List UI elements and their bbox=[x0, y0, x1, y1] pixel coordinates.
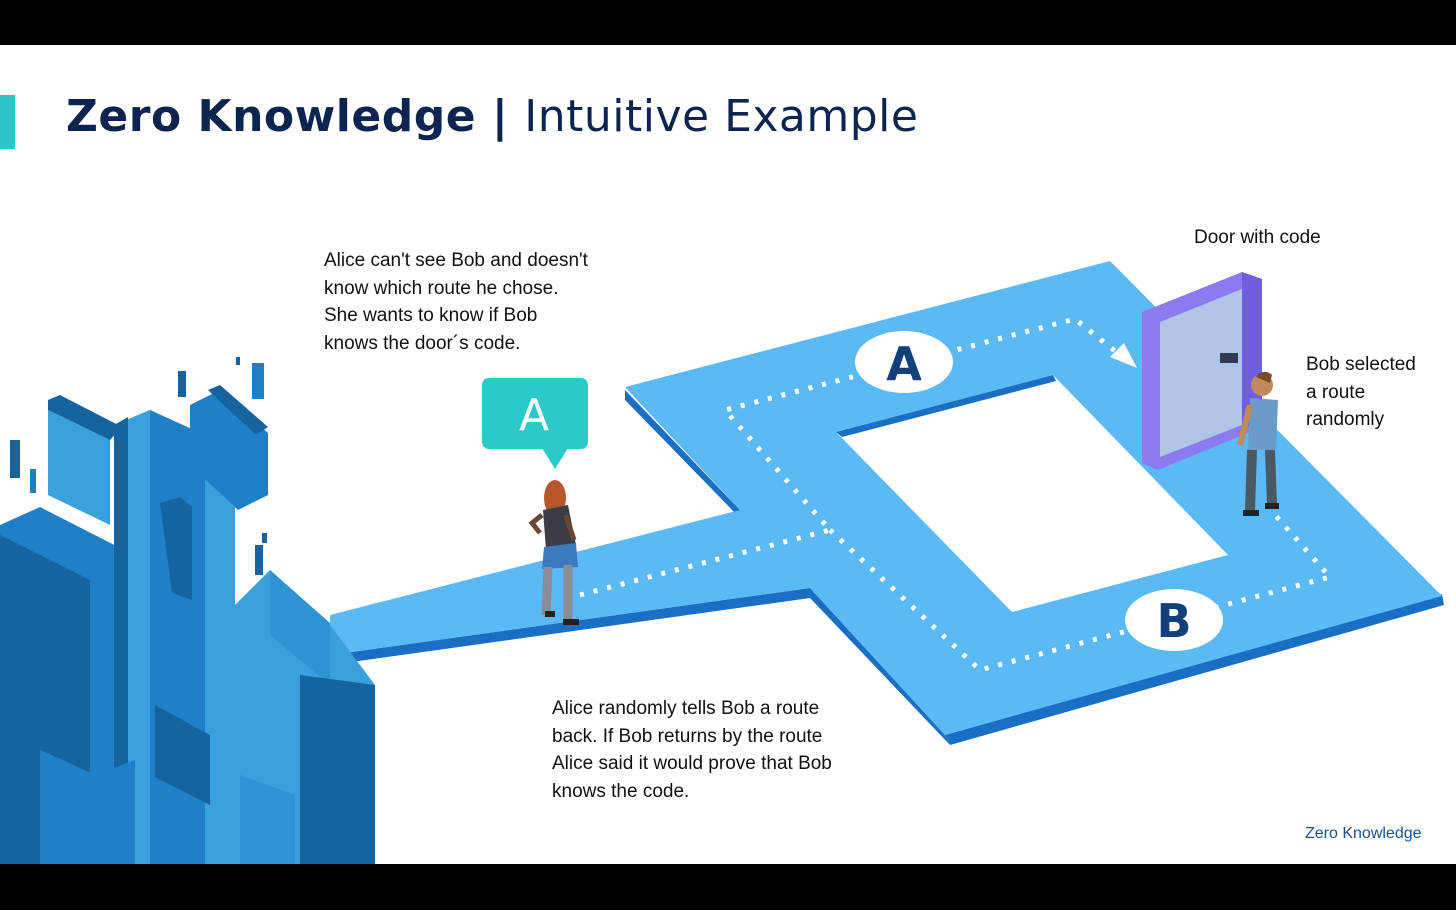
note-alice-tells: Alice randomly tells Bob a route back. I… bbox=[552, 698, 832, 802]
route-a-letter: A bbox=[886, 337, 922, 391]
route-b-letter: B bbox=[1156, 594, 1191, 648]
city-buildings-icon bbox=[0, 357, 375, 864]
title-accent-bar bbox=[0, 95, 15, 149]
footer-label: Zero Knowledge bbox=[1305, 825, 1422, 842]
title-subtitle: Intuitive Example bbox=[524, 91, 919, 142]
speech-bubble: A bbox=[482, 378, 588, 469]
path-inner-edge bbox=[836, 375, 1056, 437]
arrow-icon bbox=[1110, 343, 1137, 368]
note-door: Door with code bbox=[1194, 227, 1321, 248]
route-b-label: B bbox=[1125, 589, 1223, 651]
note-bob-selected: Bob selected a route randomly bbox=[1306, 354, 1416, 430]
speech-bubble-letter: A bbox=[519, 390, 549, 441]
title-separator: | bbox=[476, 91, 525, 142]
alice-figure-icon bbox=[528, 480, 579, 625]
note-alice-unknown: Alice can't see Bob and doesn't know whi… bbox=[324, 250, 588, 354]
title-main: Zero Knowledge bbox=[66, 91, 477, 142]
path-edge bbox=[330, 390, 1444, 745]
zero-knowledge-diagram: A B bbox=[0, 261, 1444, 864]
slide: Zero Knowledge | Intuitive Example A B bbox=[0, 45, 1456, 864]
slide-title: Zero Knowledge | Intuitive Example bbox=[66, 91, 918, 142]
route-a-label: A bbox=[855, 331, 953, 393]
bob-figure-icon bbox=[1237, 371, 1279, 516]
